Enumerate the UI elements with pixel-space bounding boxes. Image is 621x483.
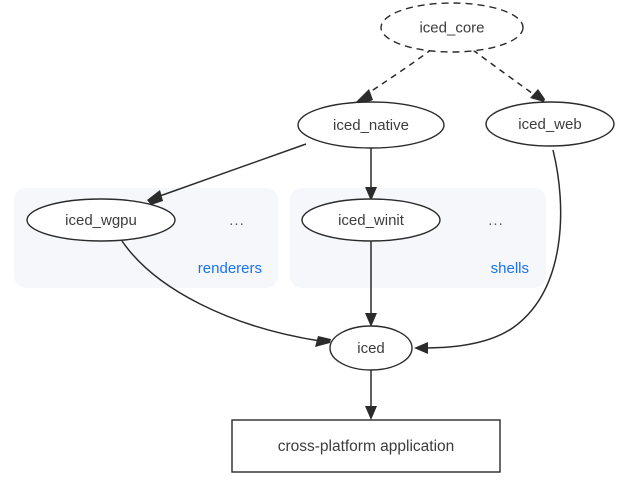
cluster-shells-ellipsis: ... (488, 212, 504, 229)
node-iced-web[interactable]: iced_web (485, 101, 615, 147)
node-cross-platform-application[interactable]: cross-platform application (231, 419, 501, 473)
edge-iced-wgpu-to-iced-line (121, 240, 321, 342)
node-iced-winit[interactable]: iced_winit (301, 198, 441, 242)
node-iced-wgpu-ellipse[interactable] (26, 198, 176, 242)
edge-iced-to-application-arrowhead (365, 406, 377, 420)
edge-iced-core-to-iced-web-arrowhead (530, 89, 545, 102)
edge-iced-to-application (365, 370, 377, 420)
node-iced-ellipse[interactable] (329, 325, 413, 371)
edge-iced-native-to-iced-wgpu (147, 143, 307, 205)
edge-iced-core-to-iced-native (355, 48, 433, 104)
edge-iced-web-to-iced (414, 149, 562, 354)
edge-iced-core-to-iced-web-line (472, 49, 537, 97)
node-iced-web-ellipse[interactable] (485, 101, 615, 147)
edge-iced-core-to-iced-web (472, 49, 545, 102)
cluster-shells-label: shells (491, 260, 529, 277)
edge-iced-winit-to-iced-arrowhead (365, 313, 377, 327)
node-iced-core-ellipse[interactable] (380, 2, 524, 53)
edge-iced-web-to-iced-line (423, 149, 562, 349)
edge-iced-native-to-iced-winit (365, 148, 377, 201)
node-iced[interactable]: iced (329, 325, 413, 371)
edge-iced-winit-to-iced (365, 241, 377, 327)
node-iced-native[interactable]: iced_native (297, 101, 445, 149)
node-iced-winit-ellipse[interactable] (301, 198, 441, 242)
edge-iced-core-to-iced-native-arrowhead (355, 89, 373, 104)
node-iced-wgpu[interactable]: iced_wgpu (26, 198, 176, 242)
edge-iced-wgpu-to-iced (121, 240, 331, 347)
edge-iced-native-to-iced-winit-arrowhead (365, 187, 377, 201)
node-iced-native-ellipse[interactable] (297, 101, 445, 149)
edge-iced-wgpu-to-iced-arrowhead (315, 336, 331, 347)
cluster-renderers-label: renderers (198, 260, 262, 277)
node-iced-core[interactable]: iced_core (380, 2, 524, 53)
edge-iced-web-to-iced-arrowhead (414, 342, 428, 354)
edge-iced-native-to-iced-wgpu-arrowhead (147, 190, 163, 205)
cluster-renderers-ellipsis: ... (229, 212, 245, 229)
edge-iced-native-to-iced-wgpu-line (156, 143, 307, 198)
edge-iced-core-to-iced-native-line (362, 48, 433, 98)
node-cross-platform-application-rect[interactable] (231, 419, 501, 473)
